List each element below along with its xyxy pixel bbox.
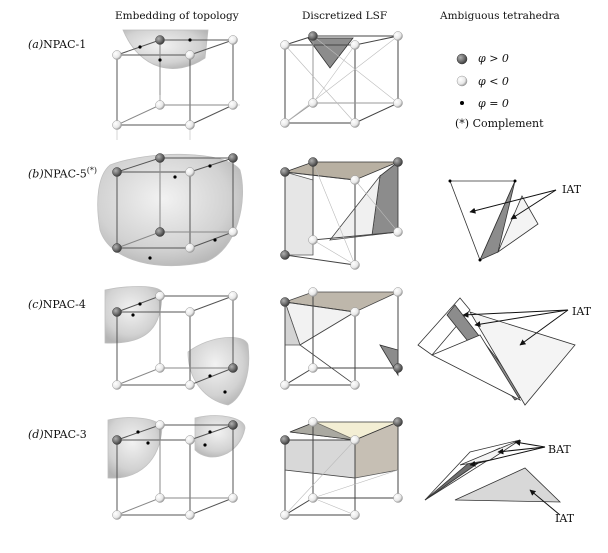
surface-a	[122, 29, 209, 69]
row-b-ambiguous	[448, 179, 557, 262]
vertex-icon	[228, 100, 238, 110]
legend-positive-icon	[456, 53, 468, 65]
legend-positive-label: φ > 0	[478, 52, 509, 65]
row-a-embedding	[112, 29, 240, 140]
row-c-ambiguous	[417, 297, 576, 406]
legend-complement-label: (*) Complement	[455, 117, 544, 130]
vertex-icon	[112, 120, 122, 130]
row-c-lsf	[280, 287, 403, 390]
surface-d2	[194, 415, 246, 458]
row-sup-b: (*)	[86, 166, 97, 175]
row-name-a: NPAC-1	[43, 38, 87, 51]
row-b-lsf	[280, 157, 403, 270]
label-d-bat: BAT	[548, 443, 571, 456]
label-c-iat: IAT	[572, 305, 592, 318]
row-name-d: NPAC-3	[43, 428, 87, 441]
row-b-embedding	[97, 153, 243, 267]
row-d-lsf	[280, 417, 403, 520]
label-b-iat: IAT	[562, 183, 582, 196]
header-discretized-lsf: Discretized LSF	[302, 10, 388, 22]
row-name-b: NPAC-5	[43, 167, 87, 181]
row-c-embedding	[104, 286, 250, 406]
row-letter-d: (d)	[28, 428, 44, 441]
vertex-icon	[185, 120, 195, 130]
header-ambiguous-tetrahedra: Ambiguous tetrahedra	[440, 10, 560, 22]
row-label-a: (a)NPAC-1	[28, 38, 86, 51]
row-letter-c: (c)	[28, 298, 43, 311]
vertex-icon	[155, 35, 165, 45]
row-label-c: (c)NPAC-4	[28, 298, 86, 311]
legend-zero-icon	[460, 101, 464, 105]
surface-d1	[107, 417, 163, 479]
vertex-icon	[185, 50, 195, 60]
row-d-embedding	[107, 415, 246, 520]
vertex-icon	[155, 100, 165, 110]
row-letter-b: (b)	[28, 167, 44, 181]
triangle-a	[307, 37, 354, 69]
legend	[456, 53, 468, 105]
row-d-ambiguous	[424, 439, 562, 516]
legend-negative-label: φ < 0	[478, 75, 509, 88]
legend-negative-icon	[456, 75, 468, 87]
row-name-c: NPAC-4	[42, 298, 86, 311]
vertex-icon	[228, 35, 238, 45]
surface-c2	[187, 336, 250, 406]
legend-zero-label: φ = 0	[478, 97, 509, 110]
vertex-icon	[112, 50, 122, 60]
row-label-d: (d)NPAC-3	[28, 428, 87, 441]
row-a-lsf	[280, 31, 403, 128]
row-letter-a: (a)	[28, 38, 44, 51]
surface-b	[97, 153, 243, 267]
row-label-b: (b)NPAC-5(*)	[28, 166, 97, 181]
header-embedding: Embedding of topology	[115, 10, 239, 22]
